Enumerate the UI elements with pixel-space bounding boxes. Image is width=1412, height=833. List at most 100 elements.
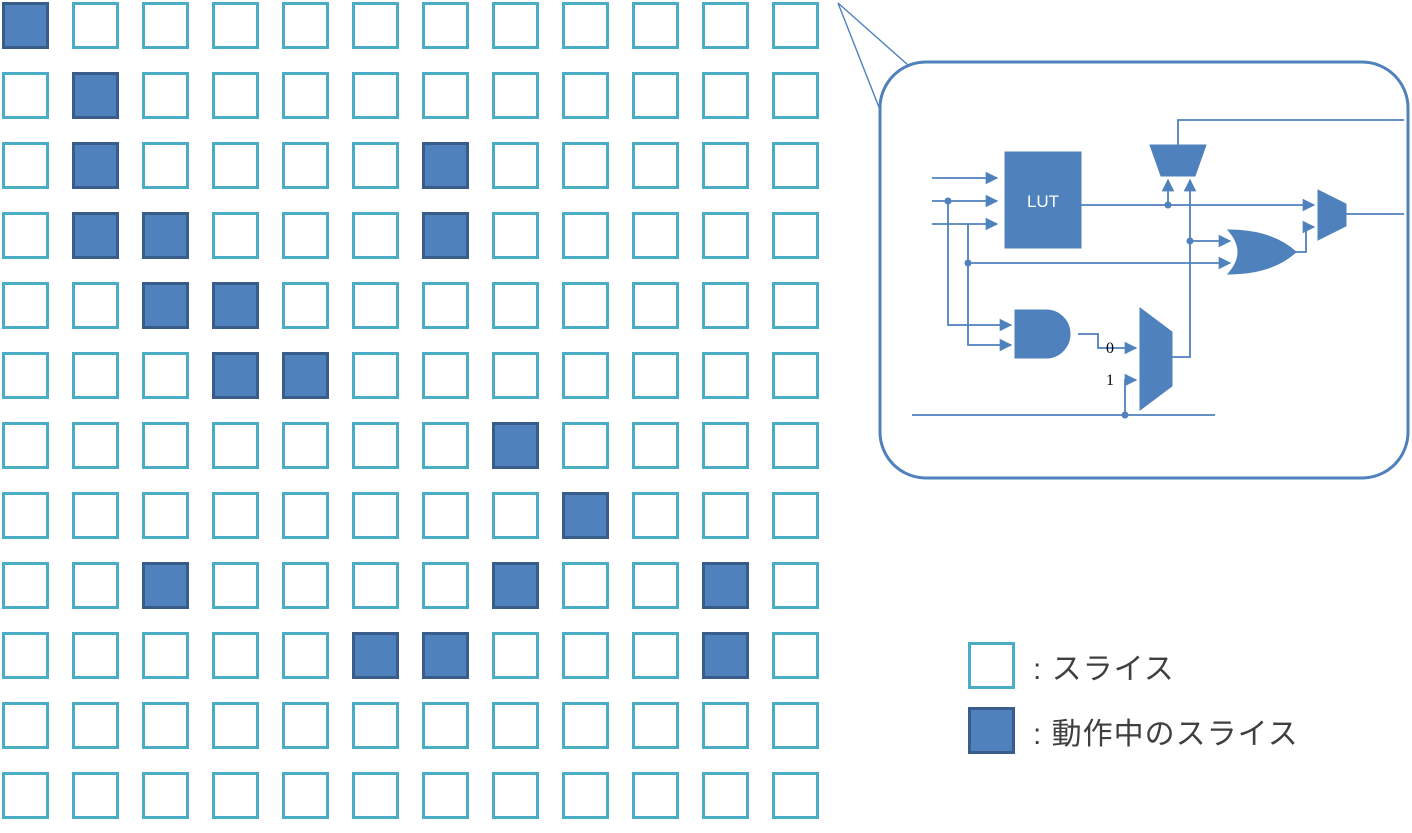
slice-cell xyxy=(72,352,119,399)
slice-cell xyxy=(422,562,469,609)
slice-cell xyxy=(352,772,399,819)
slice-cell xyxy=(562,142,609,189)
slice-cell xyxy=(2,212,49,259)
slice-cell xyxy=(562,702,609,749)
slice-cell xyxy=(282,282,329,329)
active-slice-cell xyxy=(212,352,259,399)
slice-cell xyxy=(282,702,329,749)
slice-circuit-diagram: LUT 0 1 xyxy=(912,119,1404,419)
slice-cell xyxy=(702,212,749,259)
slice-cell xyxy=(632,142,679,189)
active-slice-cell xyxy=(702,632,749,679)
slice-cell xyxy=(2,282,49,329)
slice-cell xyxy=(352,282,399,329)
slice-cell xyxy=(212,72,259,119)
slice-cell xyxy=(422,422,469,469)
slice-cell xyxy=(142,492,189,539)
legend-swatch-slice-icon xyxy=(968,642,1015,689)
slice-cell xyxy=(2,562,49,609)
slice-cell xyxy=(2,702,49,749)
slice-cell xyxy=(772,772,819,819)
slice-cell xyxy=(352,422,399,469)
slice-cell xyxy=(422,2,469,49)
slice-cell xyxy=(772,142,819,189)
slice-cell xyxy=(72,492,119,539)
slice-cell xyxy=(142,142,189,189)
slice-cell xyxy=(772,422,819,469)
or-gate xyxy=(1226,229,1297,275)
slice-cell xyxy=(142,2,189,49)
active-slice-cell xyxy=(422,142,469,189)
active-slice-cell xyxy=(562,492,609,539)
slice-cell xyxy=(562,632,609,679)
slice-cell xyxy=(562,352,609,399)
slice-cell xyxy=(492,352,539,399)
mux-top xyxy=(1149,144,1207,177)
slice-cell xyxy=(2,772,49,819)
legend-item-active-slice: : 動作中のスライス xyxy=(968,707,1299,754)
legend-swatch-active-slice-icon xyxy=(968,707,1015,754)
slice-cell xyxy=(142,632,189,679)
active-slice-cell xyxy=(212,282,259,329)
slice-cell xyxy=(492,492,539,539)
slice-cell xyxy=(632,212,679,259)
slice-cell xyxy=(492,2,539,49)
circuit-wires xyxy=(912,119,1404,416)
slice-cell xyxy=(282,632,329,679)
slice-cell xyxy=(212,702,259,749)
mux-input-label-1: 1 xyxy=(1106,372,1114,389)
slice-cell xyxy=(2,422,49,469)
slice-cell xyxy=(212,632,259,679)
active-slice-cell xyxy=(142,562,189,609)
slice-cell xyxy=(632,422,679,469)
slice-cell xyxy=(702,72,749,119)
slice-cell xyxy=(702,772,749,819)
slice-cell xyxy=(632,632,679,679)
slice-cell xyxy=(562,422,609,469)
slice-cell xyxy=(282,212,329,259)
slice-cell xyxy=(212,212,259,259)
slice-cell xyxy=(702,142,749,189)
and-gate xyxy=(1014,309,1071,359)
slice-cell xyxy=(72,2,119,49)
slice-cell xyxy=(282,772,329,819)
slice-cell xyxy=(772,632,819,679)
legend-item-slice: : スライス xyxy=(968,642,1299,689)
slice-cell xyxy=(282,2,329,49)
slice-cell xyxy=(772,562,819,609)
active-slice-cell xyxy=(282,352,329,399)
slice-cell xyxy=(632,2,679,49)
slice-cell xyxy=(2,632,49,679)
active-slice-cell xyxy=(492,562,539,609)
slice-cell xyxy=(772,212,819,259)
slice-cell xyxy=(72,562,119,609)
slice-cell xyxy=(562,72,609,119)
slice-cell xyxy=(2,352,49,399)
slice-cell xyxy=(142,702,189,749)
callout-connector-lines xyxy=(837,2,909,121)
slice-cell xyxy=(702,492,749,539)
slice-cell xyxy=(422,702,469,749)
slice-cell xyxy=(352,212,399,259)
slice-cell xyxy=(772,282,819,329)
slice-cell xyxy=(282,562,329,609)
slice-cell xyxy=(562,212,609,259)
slice-cell xyxy=(562,282,609,329)
slice-cell xyxy=(142,72,189,119)
slice-cell xyxy=(422,492,469,539)
slice-cell xyxy=(702,282,749,329)
slice-cell xyxy=(492,142,539,189)
slice-cell xyxy=(492,212,539,259)
slice-cell xyxy=(772,702,819,749)
slice-cell xyxy=(632,772,679,819)
legend-label-active-slice: : 動作中のスライス xyxy=(1033,717,1299,751)
slice-cell xyxy=(352,72,399,119)
slice-cell xyxy=(2,492,49,539)
slice-cell xyxy=(492,772,539,819)
active-slice-cell xyxy=(142,212,189,259)
active-slice-cell xyxy=(72,212,119,259)
slice-cell xyxy=(142,422,189,469)
slice-cell xyxy=(282,72,329,119)
lut-block: LUT xyxy=(1004,151,1082,249)
slice-cell xyxy=(632,72,679,119)
